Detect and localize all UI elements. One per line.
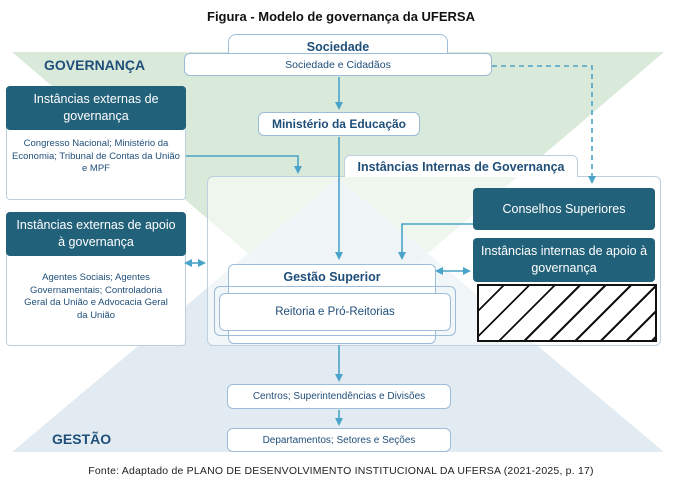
external-governance-header: Instâncias externas de governança (6, 86, 186, 130)
management-label: GESTÃO (52, 431, 112, 447)
departments-box: Departamentos; Setores e Seções (227, 428, 451, 452)
internal-governance-title: Instâncias Internas de Governança (357, 159, 565, 174)
senior-management-title: Gestão Superior (283, 270, 381, 284)
internal-support-label: Instâncias internas de apoio à governanç… (480, 244, 648, 275)
society-citizens-box: Sociedade e Cidadãos (184, 53, 492, 76)
rectorate-outer (214, 286, 456, 336)
hatched-area (477, 284, 657, 342)
centers-label: Centros; Superintendências e Divisões (252, 391, 426, 402)
internal-governance-tab: Instâncias Internas de Governança (344, 155, 578, 177)
ministry-box: Ministério da Educação (258, 112, 420, 136)
centers-box: Centros; Superintendências e Divisões (227, 384, 451, 409)
rectorate-box: Reitoria e Pró-Reitorias (219, 293, 451, 331)
superior-councils-box: Conselhos Superiores (473, 188, 655, 230)
arrow-external-to-internal (186, 155, 302, 174)
governance-label: GOVERNANÇA (44, 57, 146, 73)
departments-label: Departamentos; Setores e Seções (262, 434, 416, 446)
figure-source: Fonte: Adaptado de PLANO DE DESENVOLVIME… (88, 465, 594, 477)
rectorate-label: Reitoria e Pró-Reitorias (275, 306, 395, 318)
society-subtitle: Sociedade e Cidadãos (285, 58, 391, 71)
internal-support-box: Instâncias internas de apoio à governanç… (473, 238, 655, 282)
superior-councils-label: Conselhos Superiores (502, 201, 626, 216)
external-governance-body: Congresso Nacional; Ministério da Econom… (12, 138, 180, 174)
figure-title: Figura - Modelo de governança da UFERSA (207, 9, 475, 24)
ministry-label: Ministério da Educação (271, 117, 407, 131)
external-support-body: Agentes Sociais; Agentes Governamentais;… (24, 272, 168, 321)
external-governance-title: Instâncias externas de governança (33, 92, 159, 123)
society-title: Sociedade (306, 39, 370, 54)
external-support-header: Instâncias externas de apoio à governanç… (6, 212, 186, 256)
external-support-title: Instâncias externas de apoio à governanç… (16, 218, 176, 249)
